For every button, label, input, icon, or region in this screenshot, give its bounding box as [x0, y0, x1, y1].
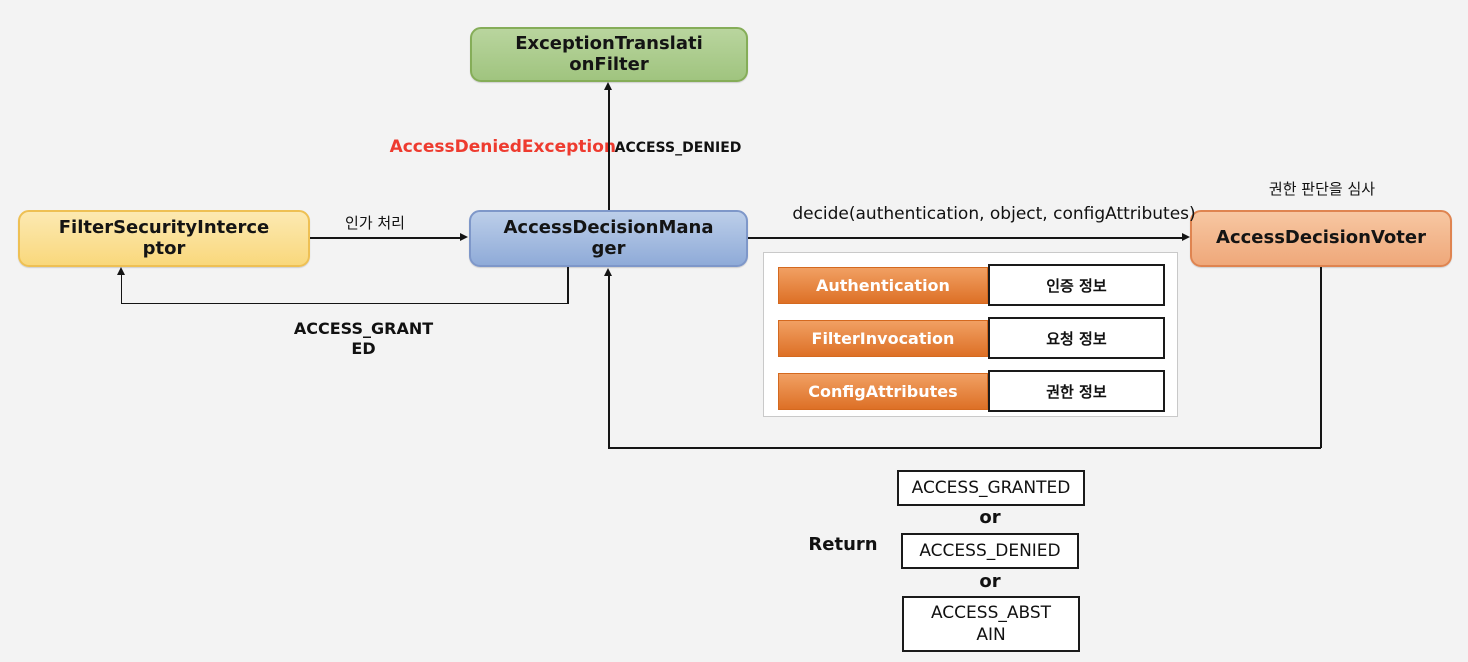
arrow-interceptor-to-manager-line: [310, 237, 462, 239]
voter-caption-label: 권한 판단을 심사: [1268, 180, 1376, 198]
param-name-filterinvocation: FilterInvocation: [778, 319, 988, 357]
decide-parameters-table: Authentication 인증 정보 FilterInvocation 요청…: [763, 252, 1178, 417]
return-option-access-abstain: ACCESS_ABSTAIN: [902, 596, 1080, 652]
table-row: ConfigAttributes 권한 정보: [778, 370, 1165, 412]
table-row: FilterInvocation 요청 정보: [778, 317, 1165, 359]
path-vote-horizontal-line: [608, 447, 1321, 449]
arrow-interceptor-to-manager-head: [460, 233, 468, 241]
arrow-manager-to-voter-head: [1182, 233, 1190, 241]
param-name-configattributes: ConfigAttributes: [778, 372, 988, 410]
return-or-separator: or: [979, 571, 1001, 592]
arrow-manager-to-voter-line: [748, 237, 1184, 239]
param-desc-configattributes: 권한 정보: [987, 370, 1165, 412]
param-name-authentication: Authentication: [778, 266, 988, 304]
node-filter-security-interceptor: FilterSecurityInterceptor: [18, 210, 310, 267]
path-granted-head: [117, 267, 125, 275]
node-access-decision-manager: AccessDecisionManager: [469, 210, 748, 267]
node-exception-translation-filter: ExceptionTranslationFilter: [470, 27, 748, 82]
path-granted-horizontal-line: [121, 302, 568, 304]
return-option-access-granted: ACCESS_GRANTED: [897, 470, 1085, 506]
return-or-separator: or: [979, 507, 1001, 528]
access-denied-label: ACCESS_DENIED: [614, 140, 742, 156]
decide-call-label: decide(authentication, object, configAtt…: [792, 204, 1196, 224]
table-row: Authentication 인증 정보: [778, 264, 1165, 306]
param-desc-filterinvocation: 요청 정보: [987, 317, 1165, 359]
arrow-manager-to-exceptionfilter-line: [608, 88, 610, 210]
return-option-access-denied: ACCESS_DENIED: [901, 533, 1079, 569]
path-vote-rise-line: [608, 276, 610, 448]
param-desc-authentication: 인증 정보: [987, 264, 1165, 306]
node-access-decision-voter: AccessDecisionVoter: [1190, 210, 1452, 267]
authorization-label: 인가 처리: [345, 214, 405, 232]
path-vote-drop-line: [1320, 267, 1322, 448]
return-label: Return: [808, 534, 878, 555]
path-granted-rise-line: [120, 274, 122, 303]
arrow-manager-to-exceptionfilter-head: [604, 82, 612, 90]
path-vote-head: [604, 268, 612, 276]
access-denied-exception-label: AccessDeniedException: [389, 137, 616, 157]
access-granted-label: ACCESS_GRANTED: [293, 319, 434, 358]
path-granted-drop-line: [567, 267, 569, 304]
